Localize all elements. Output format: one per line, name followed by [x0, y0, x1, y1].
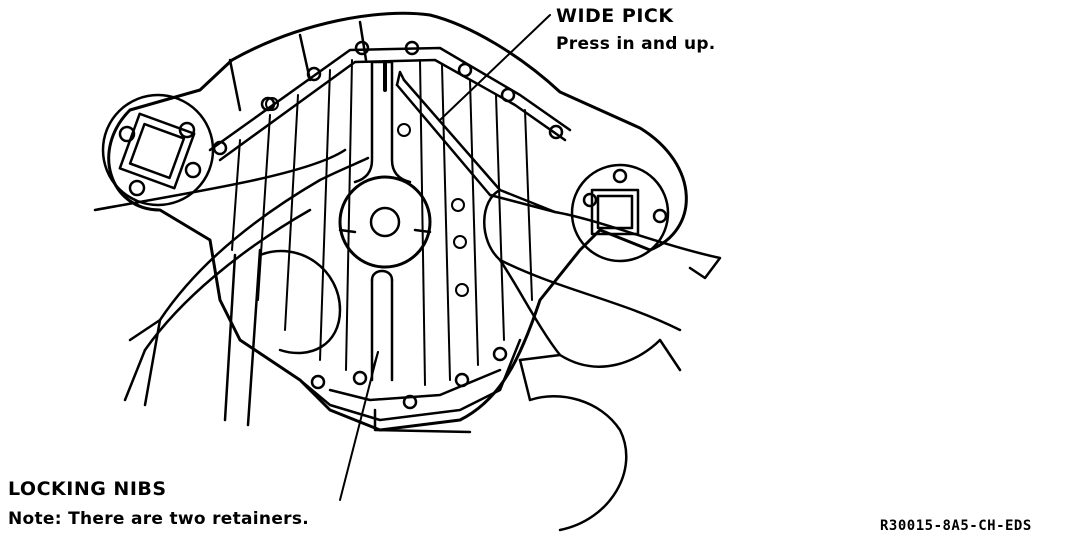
- wide-pick-instruction: Press in and up.: [556, 34, 716, 54]
- left-hand: [93, 148, 370, 427]
- gasket-rail: [208, 40, 572, 410]
- right-hand: [483, 188, 722, 532]
- central-retainer-slot: [338, 60, 432, 382]
- leader-lines: [339, 14, 551, 501]
- cover-ribs: [231, 59, 533, 386]
- wide-pick-label: WIDE PICK: [556, 5, 674, 27]
- locking-nibs-leader: [339, 351, 379, 501]
- right-mount-boss: [570, 163, 670, 263]
- left-mount-boss: [101, 93, 215, 207]
- locking-nibs-label: LOCKING NIBS: [8, 478, 167, 500]
- retainers-note: Note: There are two retainers.: [8, 509, 310, 529]
- wide-pick-leader: [439, 14, 551, 121]
- figure-reference-code: R30015-8A5-CH-EDS: [880, 518, 1032, 534]
